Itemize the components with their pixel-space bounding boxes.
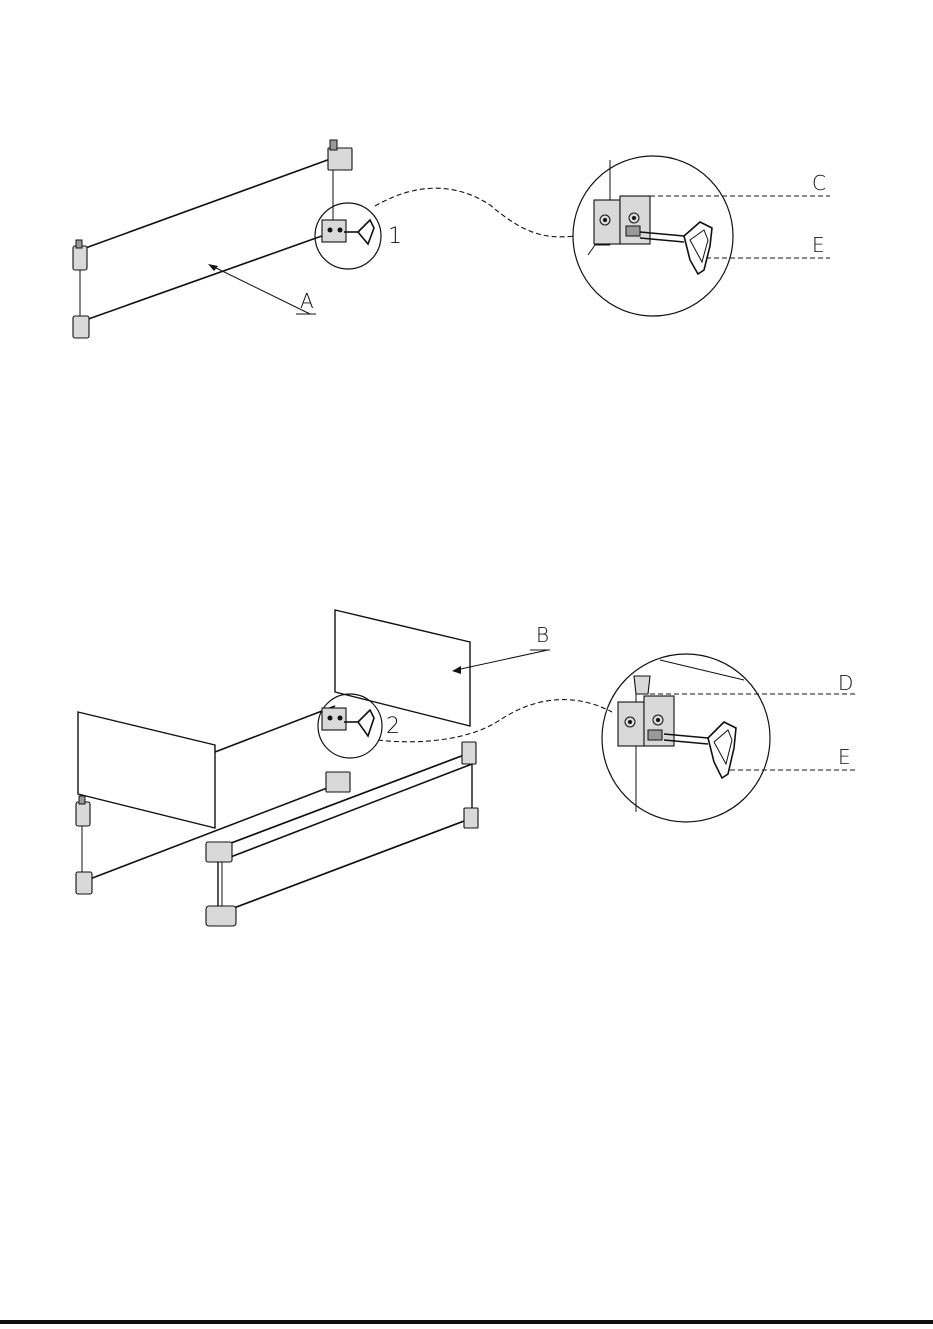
step2-center-bottom-clip [326,772,350,792]
bracket-step-2-small [322,708,374,736]
bracket2-plate-left [618,702,644,746]
pointer-arrow-a [208,264,218,271]
step2-left-top-clip [76,796,90,826]
front-right-top-clip [462,742,476,764]
label-a: A [300,289,314,313]
panel-a-top-edge [80,158,333,250]
bracket-step-1-large [588,160,712,274]
bracket-plate-right [620,196,650,244]
panel-a-right-top-clip [328,140,352,170]
handle-small-icon [358,220,374,244]
spacer-cap-d [634,676,650,694]
panel-a-top-rod-step2 [215,706,335,752]
panel-b-glass [335,610,470,726]
panel-left-glass [78,712,215,828]
step-1-number: 1 [388,224,402,249]
panel-a-left-top-clip [73,240,87,270]
step-1-drawing: A 1 [73,140,830,338]
step2-left-bottom-clip [76,872,92,894]
step-2-number: 2 [386,714,400,739]
front-left-bottom-clip [206,906,236,926]
pointer-line-a [212,266,310,314]
magnify-connector-1 [375,188,575,237]
panel-a-left-bottom-clip [73,316,89,338]
label-e-bottom: E [838,745,851,769]
label-b: B [536,623,549,647]
bracket-step-2-large [618,660,744,812]
handle-grip-icon [684,222,712,274]
step-2-drawing: B [76,610,858,926]
handle-small-icon-2 [358,710,374,736]
front-left-top-clip [206,842,232,862]
page-bottom-rule [0,1320,933,1324]
front-right-bottom-clip [464,808,478,828]
bracket-plate-left [594,200,620,244]
bracket-step-1-small [322,220,374,244]
panel-a-bottom-edge [80,232,333,322]
label-e-top: E [812,233,825,257]
label-c: C [812,171,826,195]
label-d: D [838,671,853,695]
